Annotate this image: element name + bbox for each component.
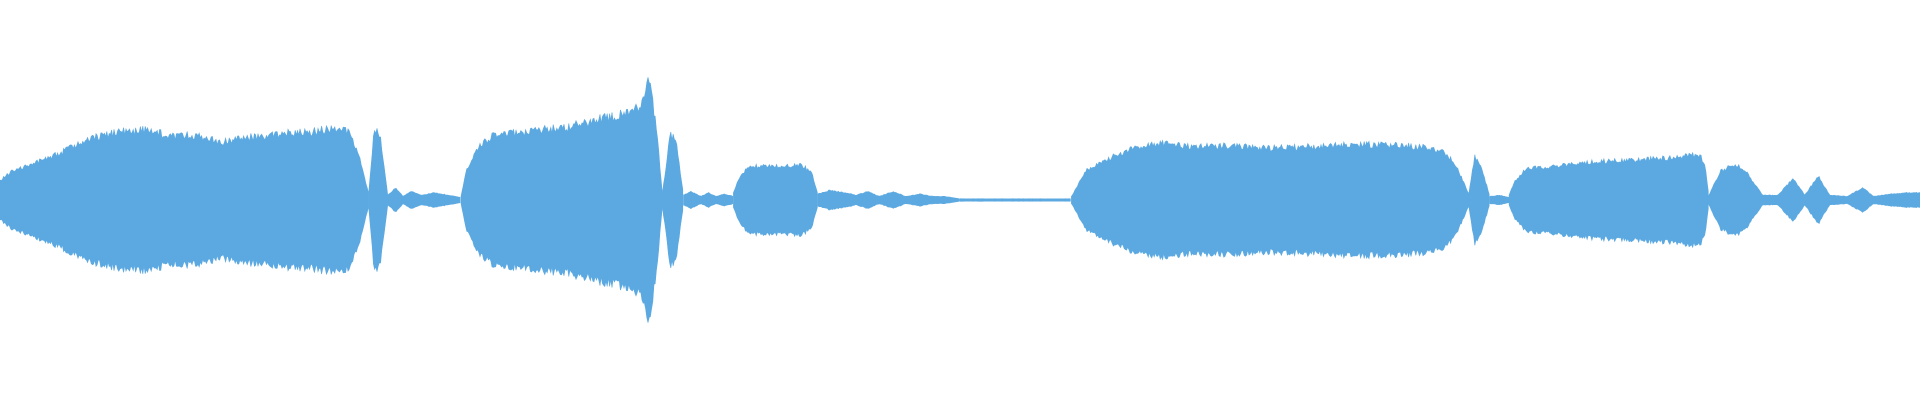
waveform-segment-pulse-3 — [1468, 154, 1490, 246]
waveform-segment-pulse-2 — [662, 131, 684, 269]
waveform-segments — [0, 77, 1920, 323]
waveform-segment-ripple-1 — [387, 187, 461, 213]
waveform-segment-ripple-2 — [683, 191, 733, 209]
waveform-segment-ripple-3 — [817, 189, 960, 211]
waveform-segment-silence — [959, 198, 1071, 202]
waveform-segment-phrase-1 — [0, 124, 369, 276]
waveform-segment-ripple-4 — [1489, 194, 1510, 206]
waveform-segment-block-1 — [733, 162, 818, 238]
waveform-segment-phrase-4 — [1508, 151, 1709, 249]
waveform-segment-tail — [1708, 163, 1920, 237]
waveform-segment-pulse-1 — [368, 128, 389, 272]
waveform-segment-phrase-3 — [1071, 139, 1469, 261]
waveform-segment-phrase-2 — [460, 77, 663, 323]
